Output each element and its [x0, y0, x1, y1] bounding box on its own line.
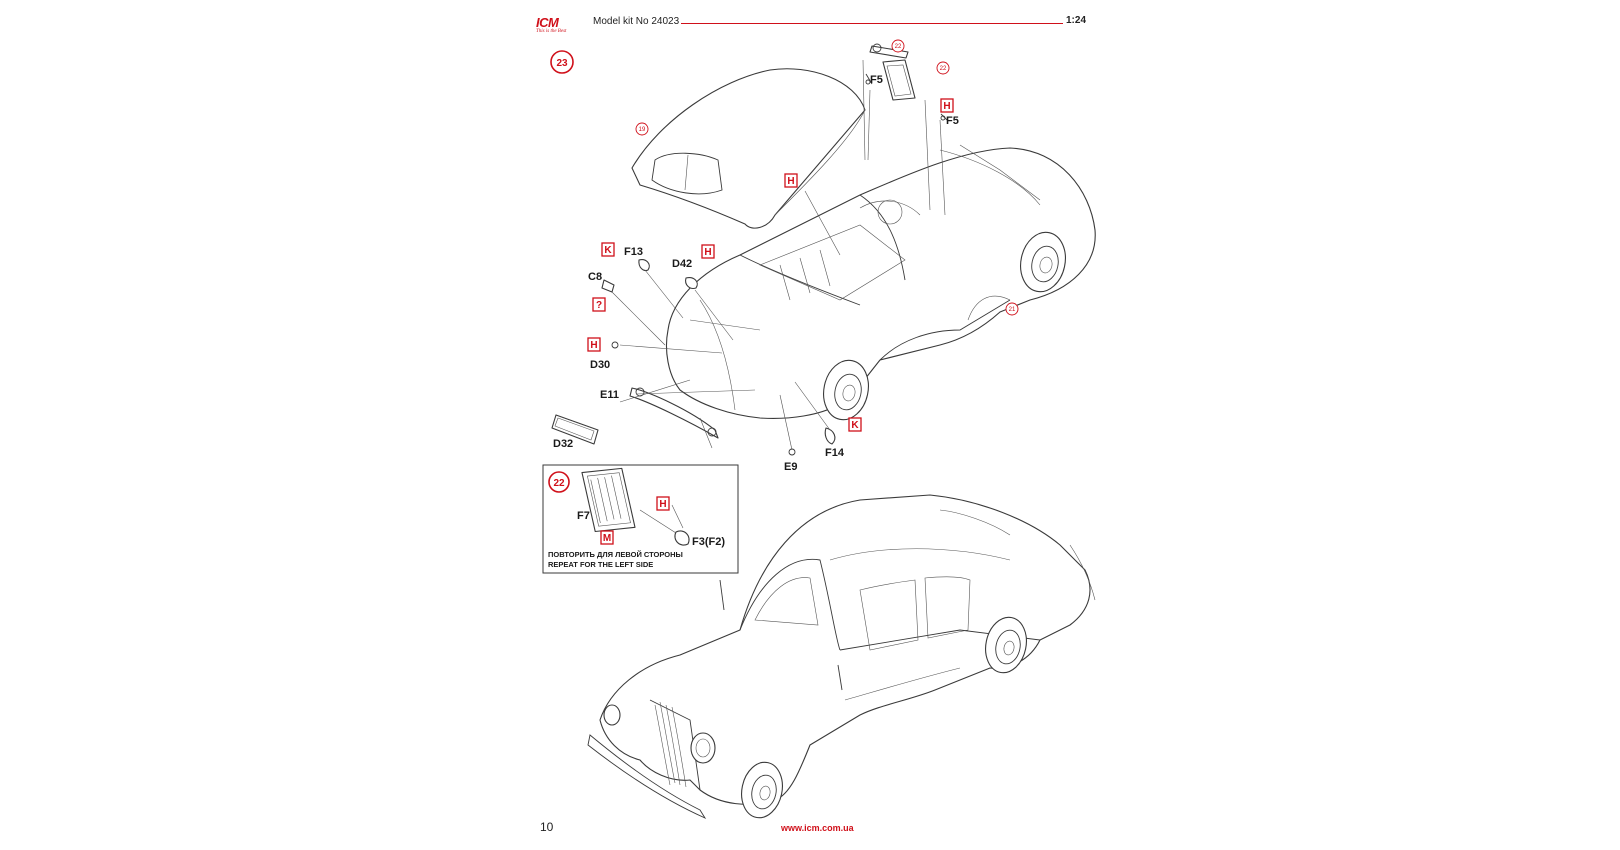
svg-text:19: 19 — [639, 127, 646, 133]
step-number: 23 — [556, 58, 568, 69]
ref-22b-marker: 22 — [936, 61, 950, 75]
ref-21-marker: 21 — [1005, 302, 1019, 316]
svg-text:H: H — [787, 176, 794, 187]
part-f5-left: F5 — [870, 74, 883, 86]
substep-note-ru: ПОВТОРИТЬ ДЛЯ ЛЕВОЙ СТОРОНЫ — [548, 550, 683, 559]
footer-url[interactable]: www.icm.com.ua — [781, 823, 854, 833]
svg-text:H: H — [943, 101, 950, 112]
substep-callout-h: H — [659, 499, 666, 510]
car-closed-view — [587, 494, 1096, 820]
part-f14: F14 — [825, 447, 845, 459]
substep-part-f3: F3(F2) — [692, 536, 725, 548]
svg-text:22: 22 — [940, 66, 947, 72]
part-d30: D30 — [590, 359, 610, 371]
part-d42: D42 — [672, 258, 692, 270]
car-body-open — [665, 144, 1096, 419]
page-number: 10 — [540, 820, 554, 834]
part-e11: E11 — [600, 389, 619, 401]
windscreen-frame-part — [869, 43, 916, 101]
substep-22-box: 22 H M F7 F3(F2) ПОВТОРИТЬ ДЛЯ ЛЕВОЙ СТО… — [542, 464, 739, 574]
small-parts — [601, 73, 948, 456]
header-rule — [681, 23, 1063, 24]
scale-label: 1:24 — [1066, 15, 1087, 26]
part-e9: E9 — [784, 461, 797, 473]
svg-text:K: K — [851, 420, 859, 431]
callout-h-interior: H — [784, 173, 798, 188]
substep-part-f7: F7 — [577, 510, 590, 522]
svg-text:?: ? — [596, 300, 602, 311]
closed-car-rear-wheel — [985, 616, 1027, 674]
ref-19-marker: 19 — [635, 122, 649, 136]
svg-text:H: H — [590, 340, 597, 351]
leader-lines — [611, 59, 946, 451]
callout-h-top: H — [940, 98, 954, 113]
substep-number: 22 — [553, 478, 565, 489]
icm-logo: ICM This is the Best — [536, 16, 584, 38]
part-c8: C8 — [588, 271, 602, 283]
substep-callout-m: M — [603, 533, 611, 544]
part-f5-right: F5 — [946, 115, 959, 127]
callout-h-d30: H — [587, 337, 601, 352]
callout-q-c8: ? — [592, 297, 606, 312]
license-plate-part — [551, 414, 599, 445]
front-wheel — [1020, 231, 1066, 293]
svg-text:21: 21 — [1009, 307, 1016, 313]
part-d32: D32 — [553, 438, 573, 450]
callout-k-f14: K — [848, 417, 862, 432]
ref-22a-marker: 22 — [891, 39, 905, 53]
closed-car-front-wheel — [741, 761, 783, 819]
soft-top-part — [631, 68, 866, 229]
logo-text: ICM — [536, 15, 559, 30]
logo-tagline: This is the Best — [536, 29, 567, 34]
svg-text:H: H — [704, 247, 711, 258]
step-number-badge: 23 — [550, 50, 574, 74]
rear-wheel — [823, 359, 869, 421]
callout-h-d42: H — [701, 244, 715, 259]
rear-bumper-part — [629, 387, 719, 449]
part-f13: F13 — [624, 246, 643, 258]
substep-note-en: REPEAT FOR THE LEFT SIDE — [548, 560, 653, 569]
svg-text:22: 22 — [895, 44, 902, 50]
kit-title: Model kit No 24023 — [593, 16, 680, 27]
callout-k-f13: K — [601, 242, 615, 257]
svg-text:K: K — [604, 245, 612, 256]
